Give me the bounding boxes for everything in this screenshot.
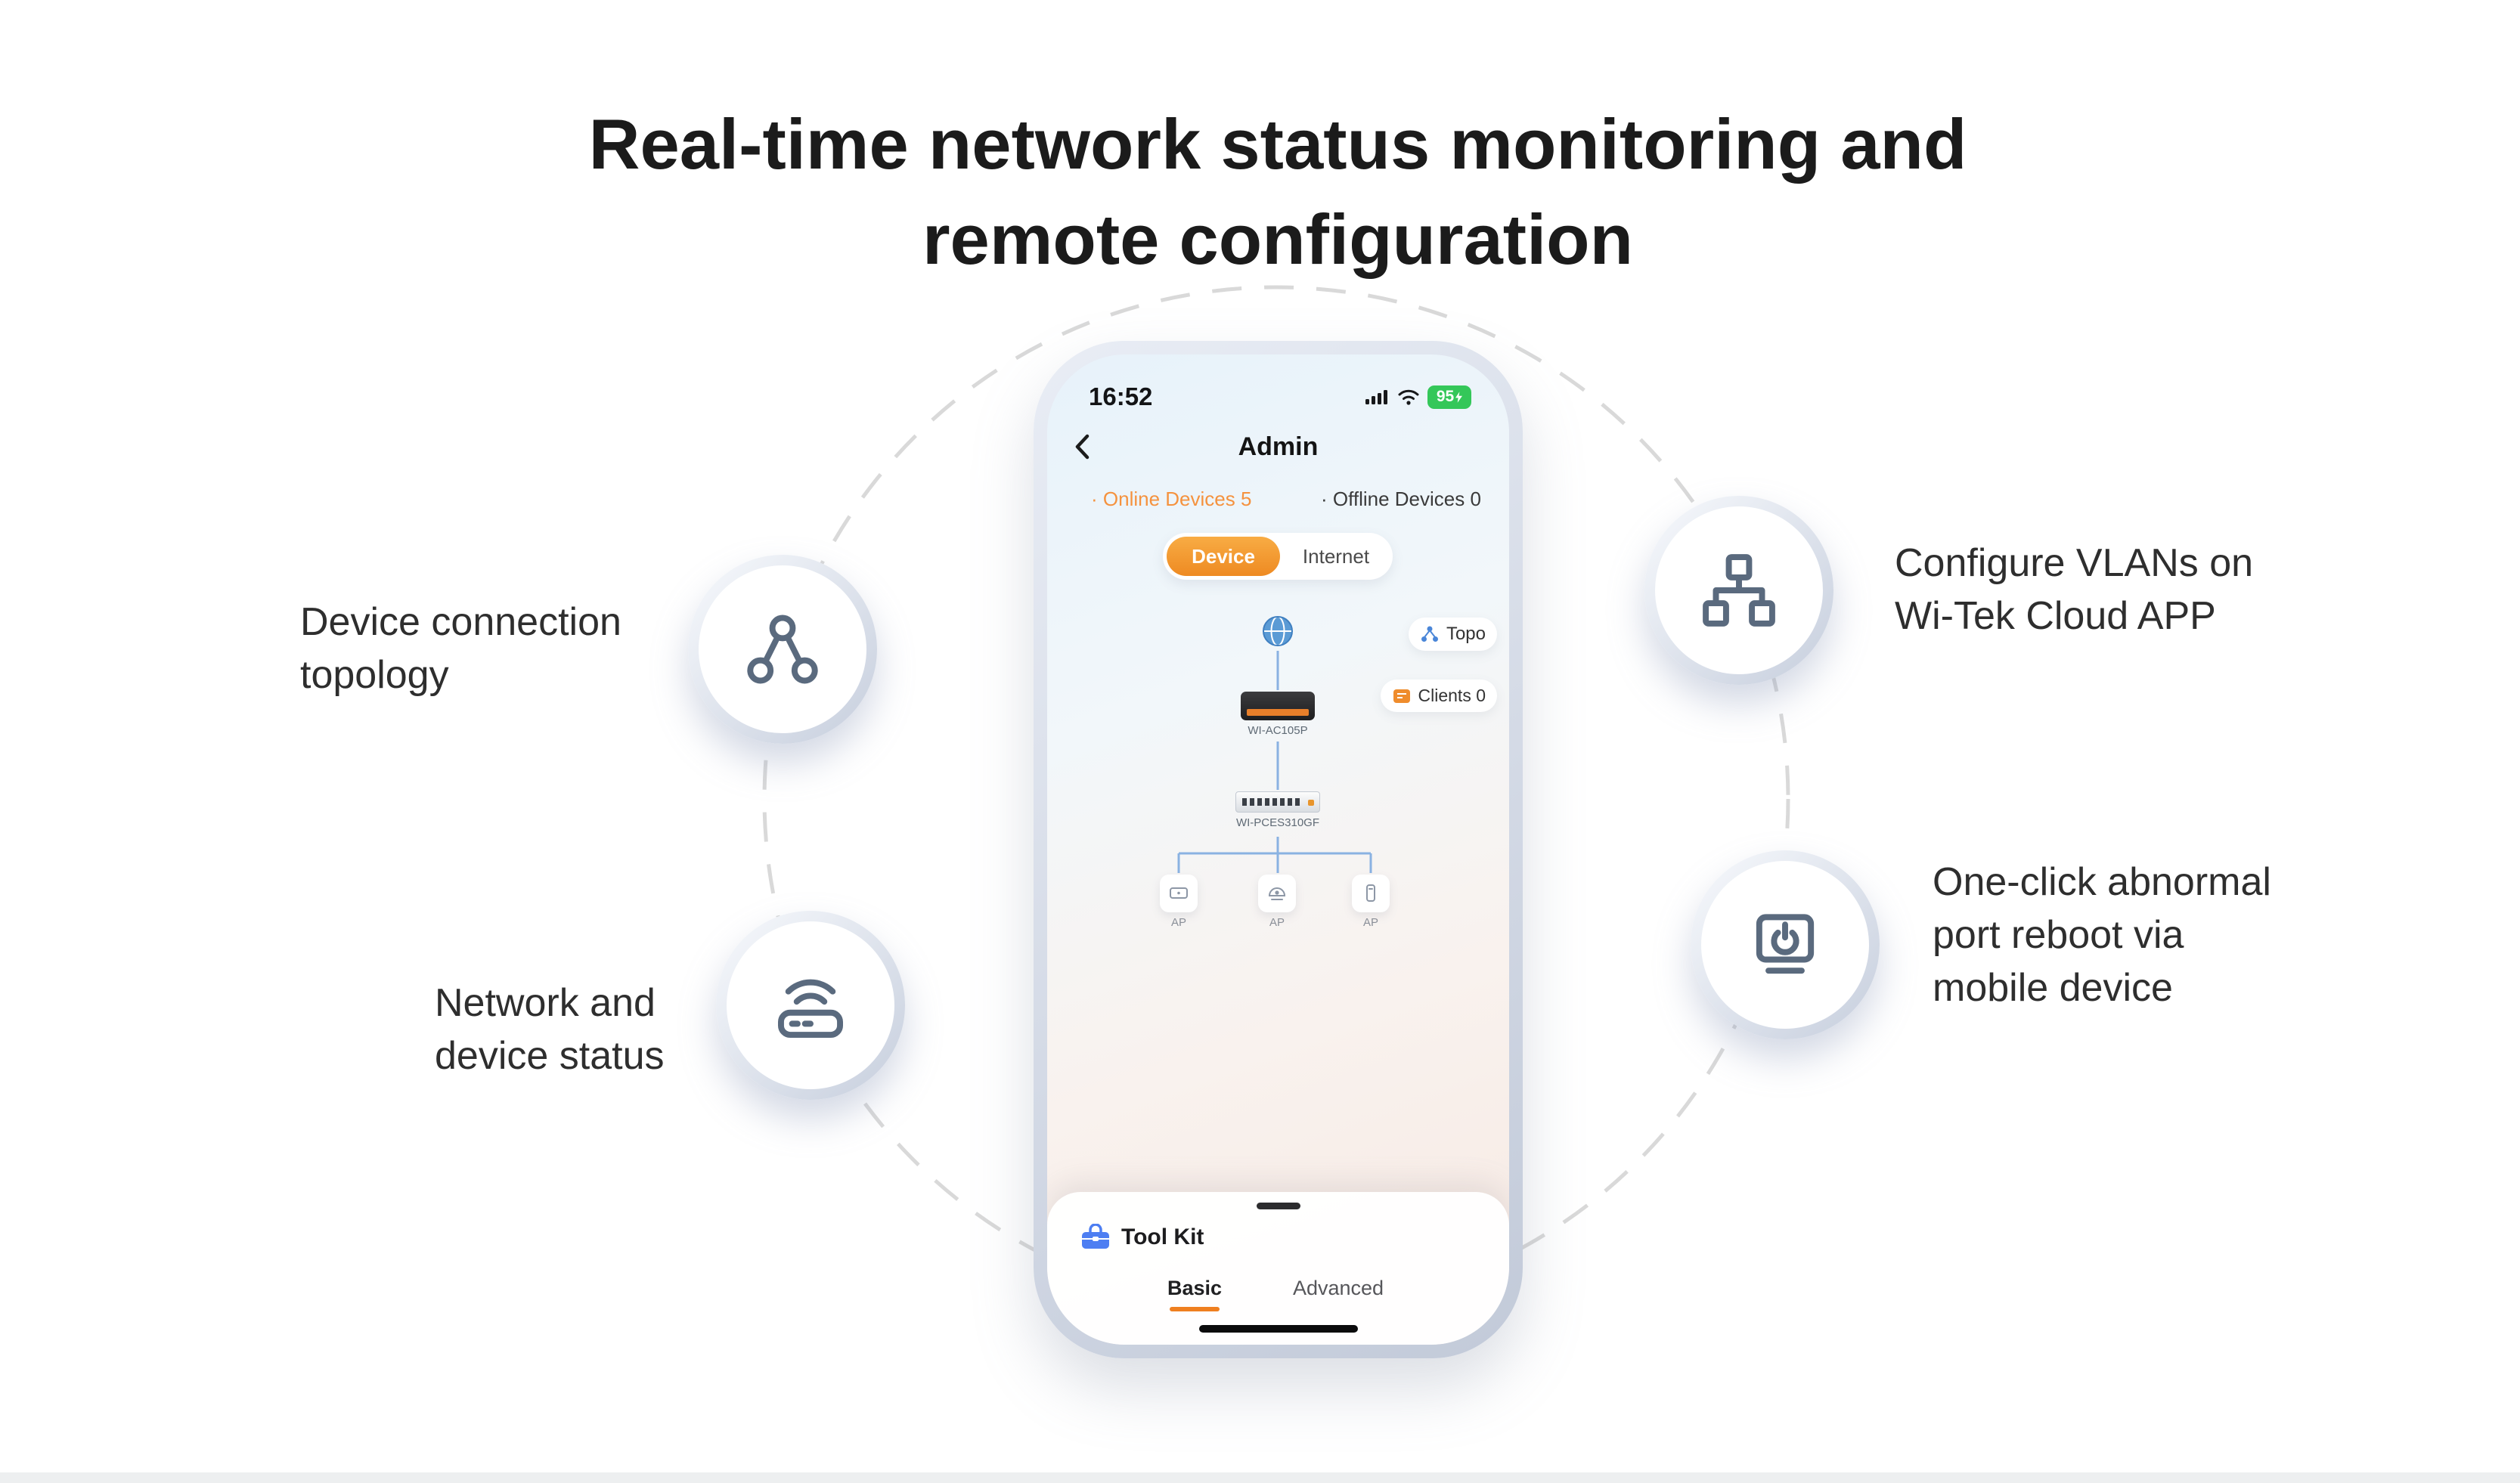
router-node[interactable]: WI-AC105P xyxy=(1221,692,1334,737)
ap-label-3: AP xyxy=(1362,916,1378,929)
feature-label-reboot-line3: mobile device xyxy=(1933,966,2173,1010)
toolkit-sheet: Tool Kit Basic Advanced xyxy=(1047,1192,1509,1345)
status-bar: 16:52 xyxy=(1089,382,1471,412)
feature-circle-status-inner xyxy=(727,921,894,1089)
feature-label-status: Network and device status xyxy=(435,977,665,1082)
monitor-power-icon xyxy=(1756,914,1815,974)
vertical-ap-icon xyxy=(1366,884,1375,902)
globe-icon xyxy=(1263,616,1293,646)
vlan-tree-icon xyxy=(1703,554,1775,627)
online-devices-count: · Online Devices 5 xyxy=(1091,488,1252,510)
app-screen: 16:52 xyxy=(1047,354,1509,1345)
switch-led xyxy=(1308,800,1314,806)
nav-bar: Admin xyxy=(1047,427,1509,466)
feature-label-reboot-line1: One-click abnormal xyxy=(1933,860,2271,904)
ap-box-1 xyxy=(1160,875,1198,912)
feature-label-topology-line1: Device connection xyxy=(300,600,621,644)
feature-circle-vlan xyxy=(1644,496,1833,685)
switch-label: WI-PCES310GF xyxy=(1235,816,1320,829)
ap-box-2 xyxy=(1258,875,1296,912)
feature-label-vlan-line1: Configure VLANs on xyxy=(1895,541,2254,585)
internet-globe-node[interactable] xyxy=(1260,613,1296,653)
network-nodes-icon xyxy=(747,615,818,684)
headline-line-2: remote configuration xyxy=(922,199,1634,279)
offline-devices-count: · Offline Devices 0 xyxy=(1321,488,1481,510)
ap-box-3 xyxy=(1352,875,1390,912)
headline-line-1: Real-time network status monitoring and xyxy=(588,104,1967,184)
ap-label-2: AP xyxy=(1269,916,1285,929)
feature-circle-vlan-inner xyxy=(1655,506,1823,674)
topo-badge[interactable]: Topo xyxy=(1408,618,1497,651)
feature-circle-topology xyxy=(688,555,877,744)
toolbox-icon xyxy=(1082,1224,1109,1249)
router-wifi-icon xyxy=(777,979,844,1039)
access-point-icon xyxy=(1170,887,1188,899)
switch-image xyxy=(1235,791,1320,813)
router-label: WI-AC105P xyxy=(1248,724,1308,737)
feature-label-topology: Device connection topology xyxy=(300,596,621,701)
status-icons: 95 xyxy=(1365,385,1471,409)
phone-mockup: 16:52 xyxy=(1034,341,1523,1358)
active-tab-underline xyxy=(1170,1307,1220,1311)
device-counts-row: · Online Devices 5 · Offline Devices 0 xyxy=(1047,488,1509,513)
back-button[interactable] xyxy=(1071,430,1091,467)
feature-circle-status xyxy=(716,911,905,1100)
feature-label-status-line2: device status xyxy=(435,1034,665,1078)
feature-label-vlan-line2: Wi-Tek Cloud APP xyxy=(1895,594,2216,638)
switch-node[interactable]: WI-PCES310GF xyxy=(1221,791,1334,829)
ap-node-2[interactable]: AP xyxy=(1254,875,1300,929)
feature-label-vlan: Configure VLANs on Wi-Tek Cloud APP xyxy=(1895,537,2253,642)
toolkit-header: Tool Kit xyxy=(1080,1224,1204,1251)
segment-device[interactable]: Device xyxy=(1167,537,1280,576)
topo-cluster-icon xyxy=(1421,626,1438,642)
device-internet-segmented-control: Device Internet xyxy=(1163,533,1393,580)
feature-label-reboot: One-click abnormal port reboot via mobil… xyxy=(1933,856,2271,1014)
tab-basic[interactable]: Basic xyxy=(1167,1277,1223,1299)
topo-badge-label: Topo xyxy=(1446,624,1486,644)
charging-bolt-icon xyxy=(1455,391,1463,403)
sheet-drag-handle[interactable] xyxy=(1256,1203,1300,1209)
chevron-left-icon xyxy=(1075,434,1090,460)
home-indicator[interactable] xyxy=(1198,1325,1358,1333)
toolkit-title: Tool Kit xyxy=(1121,1224,1204,1249)
feature-circle-reboot xyxy=(1691,850,1880,1039)
topology-connector-lines xyxy=(1177,651,1372,873)
clients-badge[interactable]: Clients 0 xyxy=(1380,680,1497,712)
feature-circle-reboot-inner xyxy=(1701,861,1869,1029)
clients-badge-label: Clients 0 xyxy=(1418,686,1486,705)
ap-label-1: AP xyxy=(1170,916,1186,929)
switch-ports xyxy=(1242,798,1301,806)
feature-label-status-line1: Network and xyxy=(435,981,656,1025)
wifi-icon xyxy=(1398,389,1419,405)
router-image xyxy=(1241,692,1315,720)
clients-icon xyxy=(1393,689,1410,703)
ap-node-3[interactable]: AP xyxy=(1348,875,1393,929)
feature-label-topology-line2: topology xyxy=(300,653,449,697)
ap-node-1[interactable]: AP xyxy=(1156,875,1201,929)
segment-internet[interactable]: Internet xyxy=(1302,545,1370,568)
page-title: Admin xyxy=(1238,432,1319,461)
camera-dome-icon xyxy=(1268,887,1286,900)
feature-circle-topology-inner xyxy=(699,565,866,733)
headline: Real-time network status monitoring and … xyxy=(589,97,1967,287)
tab-advanced[interactable]: Advanced xyxy=(1292,1277,1384,1299)
feature-label-reboot-line2: port reboot via xyxy=(1933,913,2184,957)
battery-level: 95 xyxy=(1436,388,1455,405)
status-time: 16:52 xyxy=(1089,382,1153,410)
page-bottom-strip xyxy=(0,1472,2520,1483)
cellular-signal-icon xyxy=(1365,390,1387,404)
battery-indicator: 95 xyxy=(1427,385,1471,409)
